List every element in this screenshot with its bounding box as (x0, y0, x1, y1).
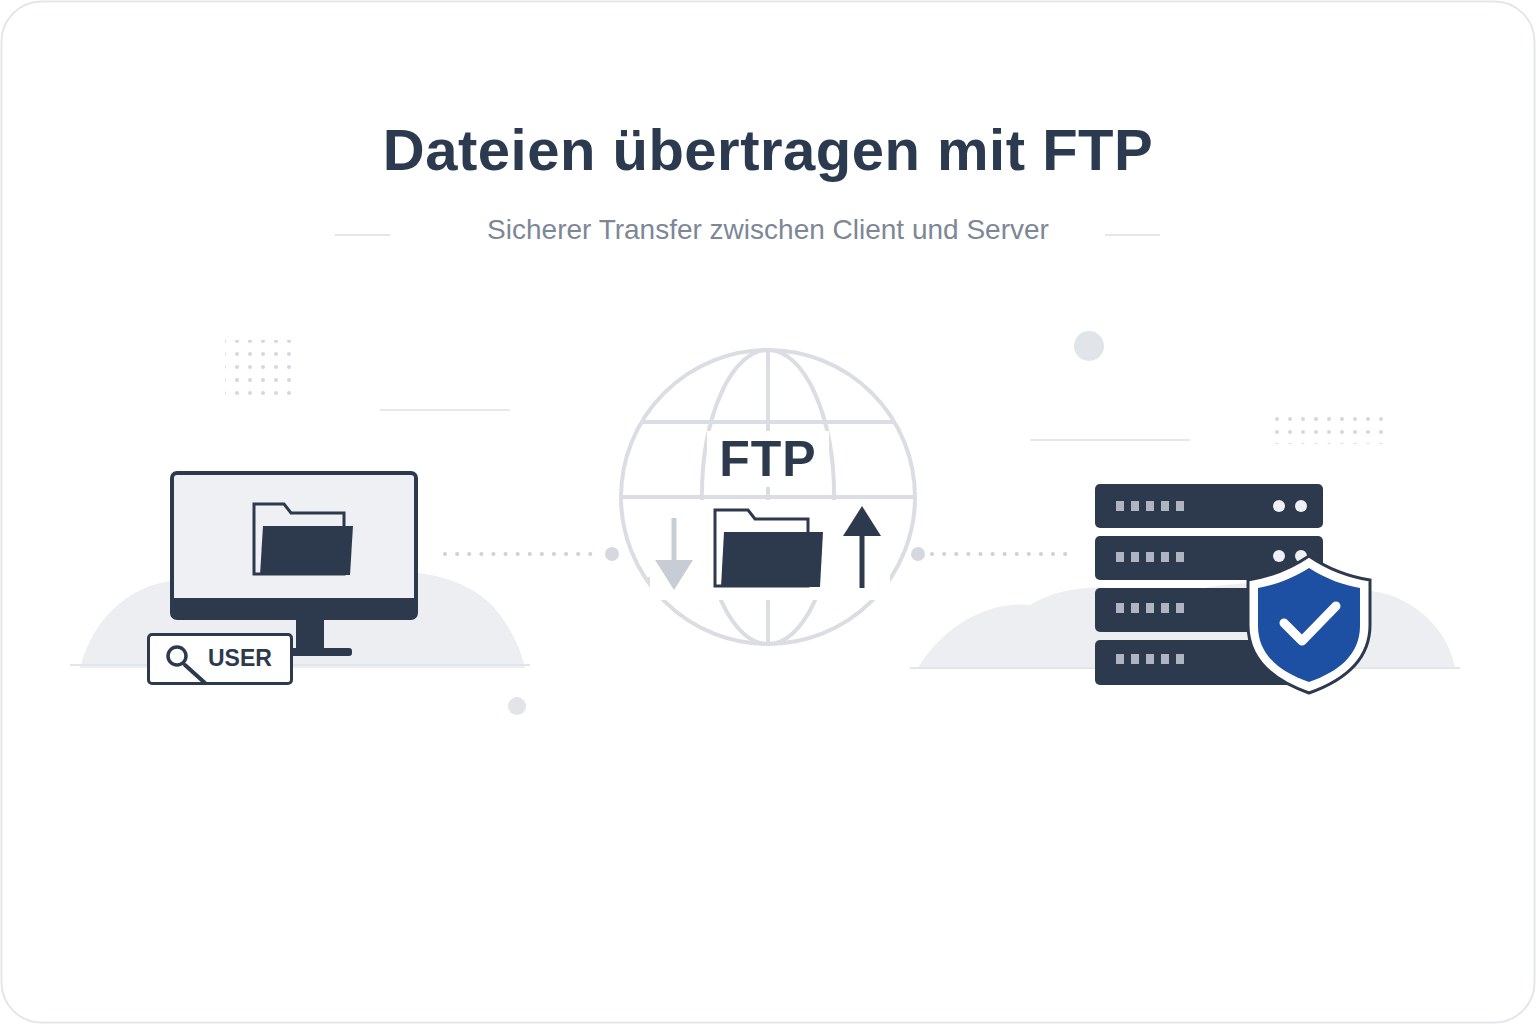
deco-line (1030, 439, 1190, 441)
user-label: USER (208, 636, 272, 681)
folder-icon (715, 510, 808, 586)
globe-clear-area (650, 500, 890, 600)
dot-grid (1275, 410, 1391, 444)
transfer-icon (655, 506, 881, 590)
link-end (605, 547, 619, 561)
drive-slots (1116, 501, 1184, 511)
dotted-link (445, 552, 600, 556)
security-shield (1248, 556, 1370, 693)
status-led (1273, 550, 1285, 562)
magnifier-icon (168, 647, 205, 683)
protocol-label: FTP (707, 431, 828, 487)
shield-outline (1248, 556, 1370, 693)
status-led (1295, 500, 1307, 512)
dotted-link (932, 552, 1068, 556)
ground-line (70, 664, 530, 666)
upload-arrow (860, 530, 865, 588)
globe-outline (618, 347, 918, 647)
magnifier-lens (168, 647, 186, 665)
link-end (911, 547, 925, 561)
dot-grid (225, 340, 295, 400)
page-title: Dateien übertragen mit FTP (0, 116, 1536, 183)
status-led (1273, 500, 1285, 512)
shield-fill (1258, 568, 1360, 682)
folder-icon (260, 526, 353, 575)
check-mark (1284, 606, 1336, 641)
folder-icon (721, 532, 823, 587)
deco-circle (1074, 331, 1104, 361)
deco-circle (508, 697, 526, 715)
user-badge: USER (147, 633, 293, 685)
upload-arrow (843, 506, 881, 536)
monitor-stand (296, 618, 324, 650)
download-arrow (655, 560, 693, 590)
globe-latitude (646, 577, 890, 581)
caption-rule (335, 234, 390, 236)
connection-dots (445, 547, 1068, 561)
magnifier-handle (185, 665, 205, 683)
client-monitor (172, 473, 416, 656)
caption-rule (1105, 234, 1160, 236)
globe-latitude (621, 495, 915, 499)
monitor-bezel (172, 598, 416, 618)
drive-slots (1116, 603, 1184, 613)
globe-latitude (642, 420, 895, 424)
monitor-screen (172, 473, 416, 618)
ftp-globe: FTP (618, 347, 918, 647)
deco-line (380, 409, 510, 411)
page-subtitle: Sicherer Transfer zwischen Client und Se… (0, 214, 1536, 246)
drive-slots (1116, 654, 1184, 664)
download-arrow (672, 518, 677, 566)
globe-circle (621, 350, 915, 644)
server-unit (1095, 484, 1323, 528)
drive-slots (1116, 552, 1184, 562)
